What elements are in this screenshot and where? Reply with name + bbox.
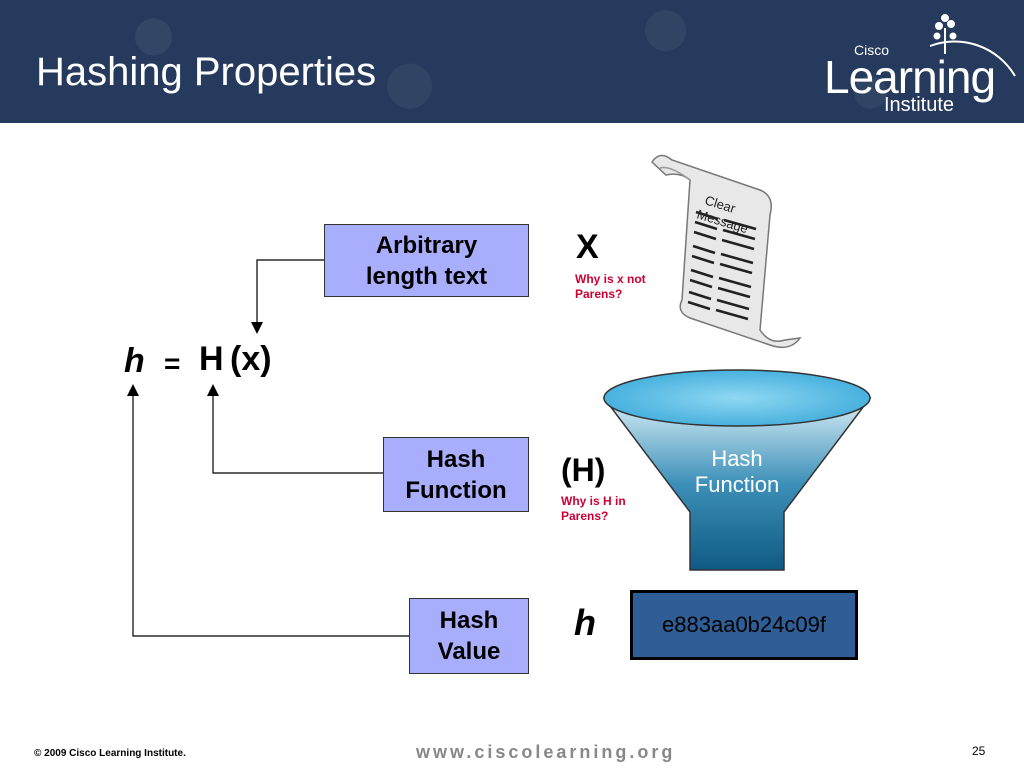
logo-arc-icon [929, 14, 1016, 77]
hash-function-line2: Function [405, 476, 507, 504]
page-title: Hashing Properties [36, 50, 377, 94]
cisco-learning-logo: Cisco Learning Institute [820, 6, 1020, 118]
arrow-hashfn-to-H [207, 384, 383, 474]
page-number: 25 [972, 744, 986, 758]
hash-function-line1: Hash [426, 445, 486, 473]
arrow-arbitrary-to-x [251, 259, 324, 334]
arbitrary-line2: length text [365, 262, 488, 290]
arbitrary-length-text-box: Arbitrary length text [324, 224, 529, 297]
arrow-hashvalue-to-h [127, 384, 409, 637]
x-note: Why is x not Parens? [575, 272, 649, 302]
header-banner: Hashing Properties Cisco Learning Instit… [0, 0, 1024, 123]
hash-value-line2: Value [437, 638, 501, 665]
hash-output-box: e883aa0b24c09f [630, 590, 858, 660]
hash-value-box: Hash Value [409, 598, 529, 674]
h-note: Why is H in Parens? [561, 494, 631, 524]
x-label: X [576, 228, 599, 266]
clear-message-scroll-icon [651, 154, 802, 349]
x-note-line1: Why is x not [575, 272, 646, 286]
funnel-label-line2: Function [695, 472, 779, 497]
formula-h: h [124, 342, 145, 380]
funnel-label-line1: Hash [711, 446, 762, 471]
logo-institute-text: Institute [884, 94, 955, 116]
footer-copyright: © 2009 Cisco Learning Institute. [34, 748, 186, 759]
formula-equals: = [164, 348, 181, 379]
tree-icon [933, 14, 957, 54]
formula-x: (x) [230, 340, 272, 378]
hash-output-value: e883aa0b24c09f [662, 612, 826, 637]
arbitrary-line1: Arbitrary [375, 231, 478, 259]
x-note-line2: Parens? [575, 287, 623, 301]
h-note-line2: Parens? [561, 509, 609, 523]
hash-value-line1: Hash [439, 607, 499, 634]
hash-function-box: Hash Function [383, 437, 529, 512]
h-note-line1: Why is H in [561, 494, 626, 508]
logo-learning-text: Learning [824, 51, 996, 103]
logo-cisco-text: Cisco [854, 42, 890, 58]
h-output-label: h [574, 602, 596, 643]
formula-H: H [199, 340, 224, 378]
footer-url: www.ciscolearning.org [416, 742, 676, 762]
h-paren-label: (H) [561, 452, 606, 488]
hash-function-funnel-icon [602, 369, 872, 571]
